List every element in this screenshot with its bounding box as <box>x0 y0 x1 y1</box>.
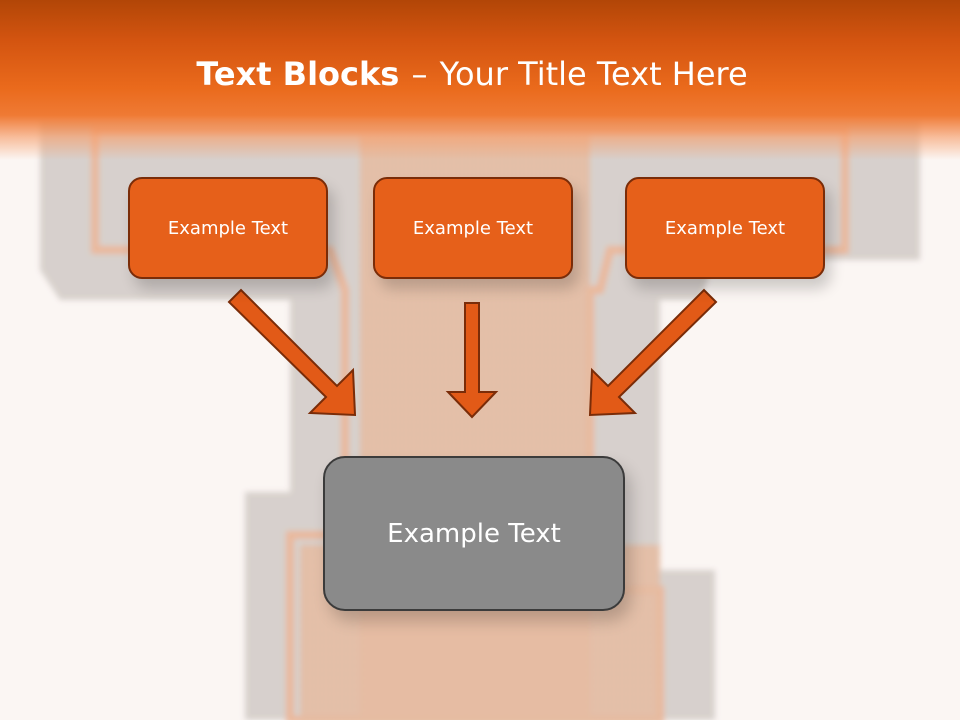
title-separator: – <box>411 55 428 93</box>
slide-title: Text Blocks – Your Title Text Here <box>0 55 944 93</box>
title-bold-part: Text Blocks <box>196 55 400 93</box>
text-block-2-label: Example Text <box>412 217 534 239</box>
target-block-label: Example Text <box>387 518 561 549</box>
target-block[interactable]: Example Text <box>323 456 625 611</box>
text-block-3[interactable]: Example Text <box>625 177 825 279</box>
text-block-1[interactable]: Example Text <box>128 177 328 279</box>
text-block-2[interactable]: Example Text <box>373 177 573 279</box>
text-block-3-label: Example Text <box>664 217 786 239</box>
title-rest: Your Title Text Here <box>439 55 748 93</box>
header-band <box>0 0 960 160</box>
arrow-right <box>588 288 718 417</box>
text-block-1-label: Example Text <box>167 217 289 239</box>
arrow-left <box>227 288 357 417</box>
arrow-center <box>445 302 499 419</box>
